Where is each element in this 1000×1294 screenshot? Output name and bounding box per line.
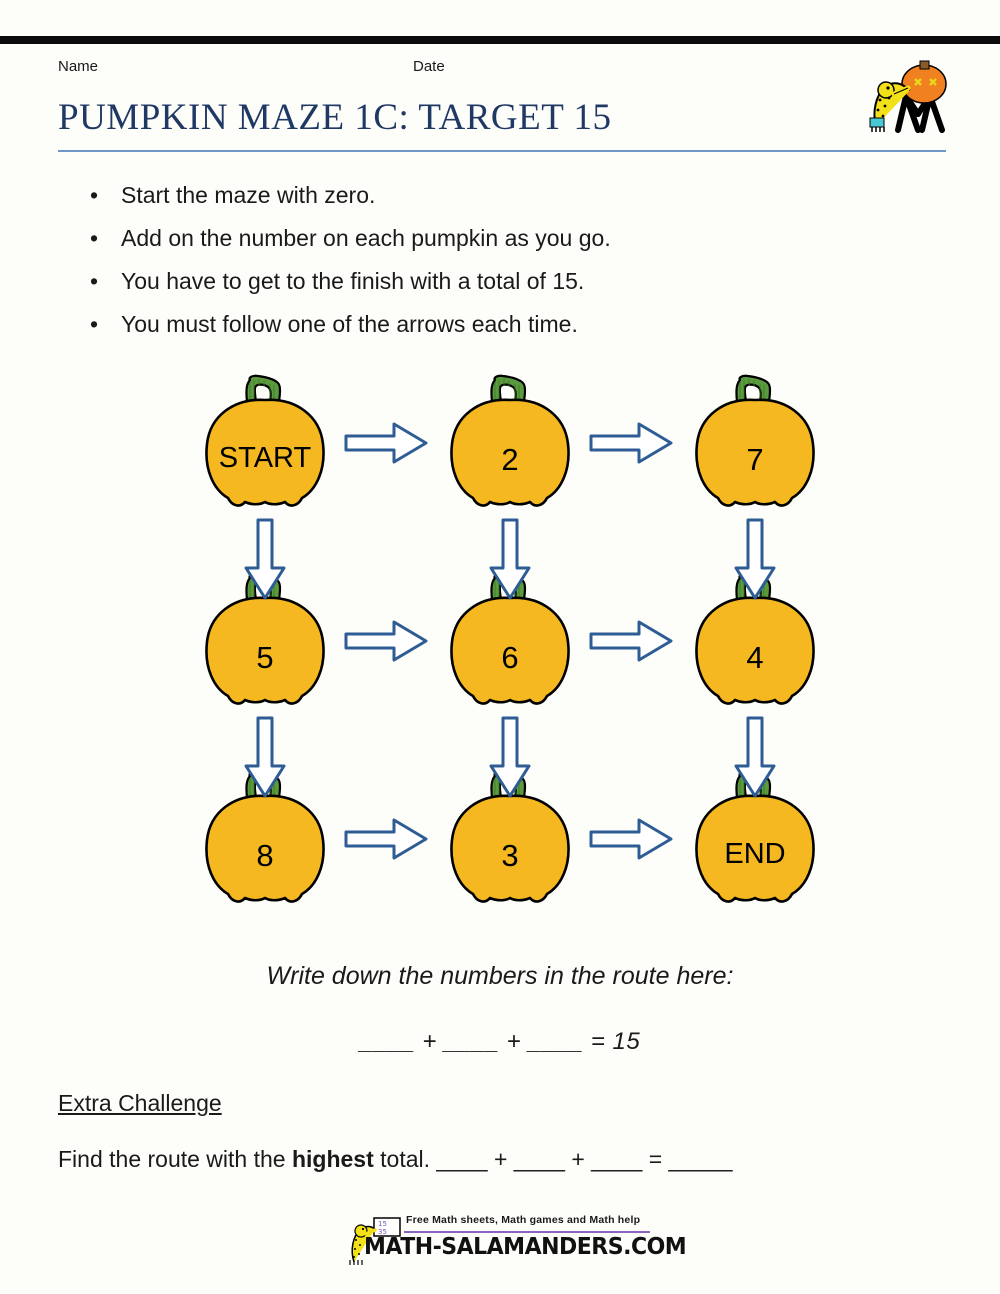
pumpkin-icon [695,770,815,903]
route-equation[interactable]: ____ + ____ + ____ = 15 [359,1028,641,1055]
footer-domain[interactable]: MATH-SALAMANDERS.COM [364,1234,687,1261]
math-salamanders-pumpkin-logo [858,56,950,134]
footer-divider [404,1231,650,1233]
svg-text:15: 15 [378,1220,387,1228]
instruction-item: You have to get to the finish with a tot… [84,260,924,303]
maze-cell-r2c0[interactable]: 8 [190,768,340,920]
arrow-down-icon [244,518,286,600]
page-top-band [0,35,1000,45]
pumpkin-icon [450,374,570,507]
arrow-right-icon [589,818,673,860]
pumpkin-icon [205,374,325,507]
footer-tagline: Free Math sheets, Math games and Math he… [406,1214,641,1226]
maze-cell-r0c1[interactable]: 2 [435,372,585,524]
title-divider [58,150,946,152]
arrow-down-icon [244,716,286,798]
extra-line-prefix: Find the route with the [58,1146,292,1172]
instruction-item: Start the maze with zero. [84,174,924,217]
student-meta-row: Name Date [58,58,948,80]
pumpkin-icon [695,374,815,507]
name-label: Name [58,58,99,75]
extra-line-emphasis: highest [291,1146,374,1172]
extra-challenge-heading: Extra Challenge [58,1090,222,1116]
arrow-down-icon [734,716,776,798]
instruction-item: You must follow one of the arrows each t… [84,303,924,346]
arrow-right-icon [344,620,428,662]
page-title: PUMPKIN MAZE 1C: TARGET 15 [58,97,612,138]
maze-cell-start[interactable]: START [190,372,340,524]
arrow-right-icon [589,620,673,662]
extra-challenge-line[interactable]: Find the route with the highest total. _… [58,1146,733,1173]
pumpkin-icon [205,770,325,903]
svg-text:35: 35 [378,1228,387,1236]
arrow-right-icon [344,818,428,860]
instruction-list: Start the maze with zero. Add on the num… [84,174,924,346]
date-label: Date [413,58,445,75]
pumpkin-maze-grid: START 2 7 [190,372,830,932]
maze-cell-r0c2[interactable]: 7 [680,372,830,524]
arrow-down-icon [489,518,531,600]
arrow-right-icon [344,422,428,464]
extra-line-suffix: total. ____ + ____ + ____ = _____ [373,1146,733,1172]
instruction-item: Add on the number on each pumpkin as you… [84,217,924,260]
arrow-down-icon [489,716,531,798]
arrow-right-icon [589,422,673,464]
arrow-down-icon [734,518,776,600]
route-prompt: Write down the numbers in the route here… [266,962,734,990]
